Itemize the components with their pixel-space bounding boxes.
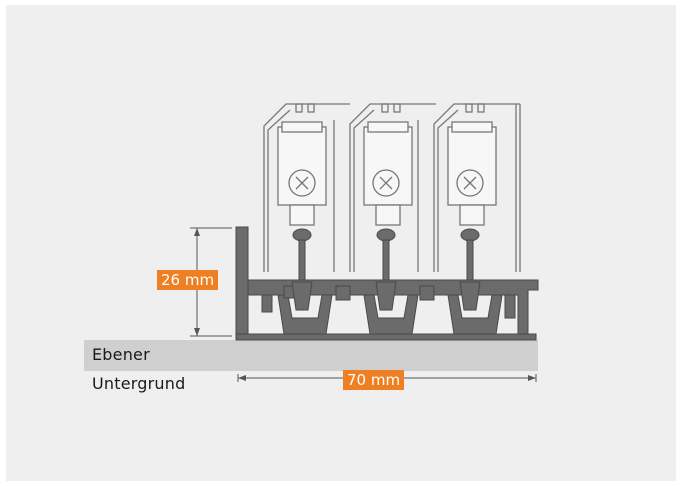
- width-dimension-label: 70 mm: [343, 370, 405, 390]
- floor-label-line2: Untergrund: [92, 374, 186, 393]
- connector-pins: [291, 228, 481, 311]
- insert-modules: [263, 103, 521, 272]
- floor-band: [84, 340, 538, 371]
- channels: [277, 285, 503, 335]
- diagram-panel: [6, 5, 676, 481]
- height-dimension-label: 26 mm: [157, 270, 219, 290]
- floor-label-line1: Ebener: [92, 345, 150, 364]
